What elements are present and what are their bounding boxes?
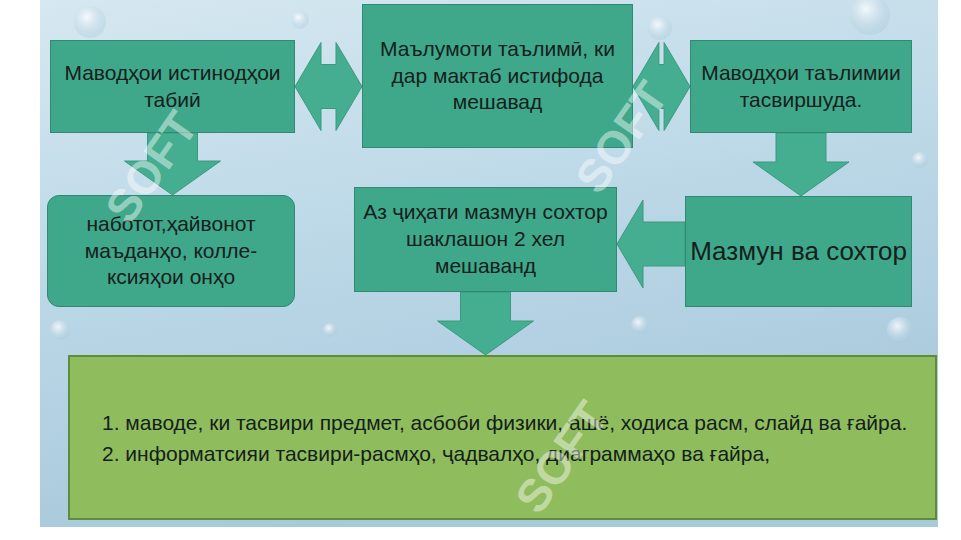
list-box: 1. маводе, ки тасвири предмет, асбоби фи… [68,355,937,520]
node-text: Маълумоти таълимӣ, ки дар мактаб истифод… [363,36,632,117]
block-arrow [753,133,849,196]
background-panel [40,0,938,527]
block-arrow [617,200,685,288]
process-box: Аз ҷиҳати мазмун сохтор шаклашон 2 хел м… [354,187,617,292]
list-item: 1. маводе, ки тасвири предмет, асбоби фи… [102,410,915,437]
node-text: Маводҳои таълимии тасвиршуда. [691,60,911,114]
list-item: 2. информатсияи тасвири-расмҳо, ҷадвалҳо… [102,441,915,468]
process-box: Мазмун ва сохтор [685,196,912,307]
category-box: Маводҳои таълимии тасвиршуда. [690,40,912,133]
node-text: Маводҳои истинодҳои табиӣ [51,60,294,114]
node-text: Аз ҷиҳати мазмун сохтор шаклашон 2 хел м… [355,199,616,280]
example-box: наботот,ҳайвонот маъданҳо, колле- ксияҳо… [47,195,295,307]
node-text: наботот,ҳайвонот маъданҳо, колле- ксияҳо… [48,211,294,292]
main-box: Маълумоти таълимӣ, ки дар мактаб истифод… [362,4,633,148]
block-arrow [438,292,534,355]
block-arrow [295,43,362,131]
node-text: Мазмун ва сохтор [690,235,907,268]
